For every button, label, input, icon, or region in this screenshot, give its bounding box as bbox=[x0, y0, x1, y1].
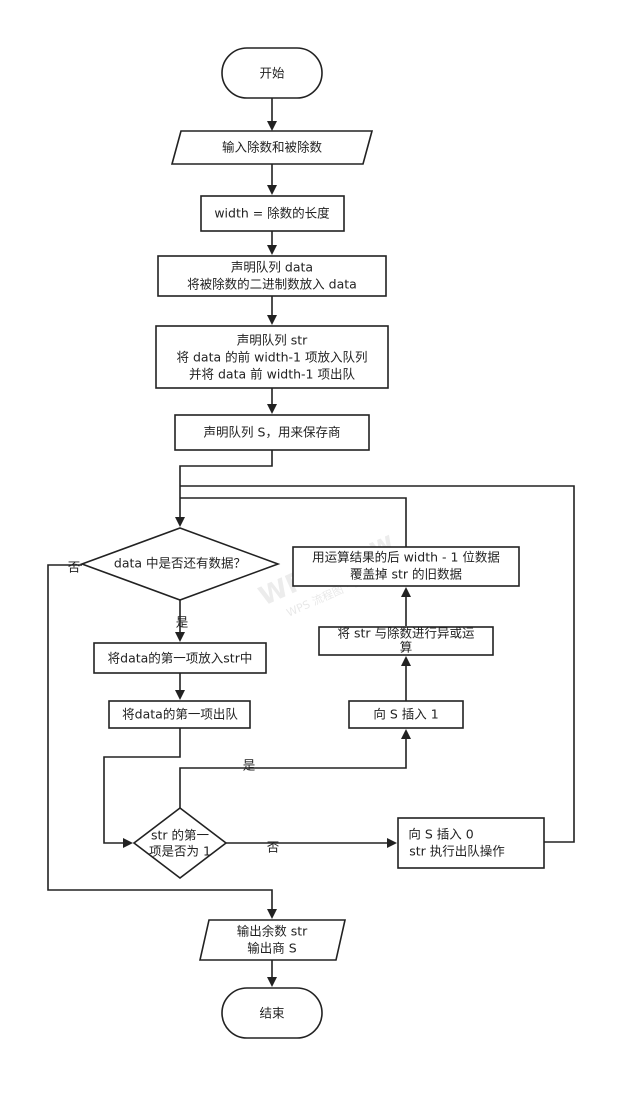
insert-zero-node: 向 S 插入 0 str 执行出队操作 bbox=[397, 817, 545, 869]
end-node: 结束 bbox=[221, 987, 323, 1039]
declare-s-node: 声明队列 S，用来保存商 bbox=[174, 414, 370, 451]
output-line-1: 输出余数 str bbox=[237, 924, 308, 939]
check-data-decision: data 中是否还有数据？ bbox=[79, 527, 281, 601]
width-node: width = 除数的长度 bbox=[200, 195, 345, 232]
xor-line-1: 将 str 与除数进行异或运 bbox=[338, 626, 475, 641]
insert-zero-line-1: 向 S 插入 0 bbox=[408, 827, 473, 842]
insert-zero-line-2: str 执行出队操作 bbox=[409, 844, 505, 859]
check-str-decision: str 的第一 项是否为 1 bbox=[132, 806, 228, 880]
put-first-node: 将data的第一项放入str中 bbox=[93, 642, 267, 674]
input-label: 输入除数和被除数 bbox=[222, 140, 323, 155]
input-node: 输入除数和被除数 bbox=[170, 130, 374, 165]
check-str-line-2: 项是否为 1 bbox=[149, 844, 211, 859]
edges: 是 是 否 否 bbox=[47, 98, 575, 987]
insert-one-node: 向 S 插入 1 bbox=[348, 700, 464, 729]
declare-data-node: 声明队列 data 将被除数的二进制数放入 data bbox=[157, 255, 387, 297]
declare-data-line-2: 将被除数的二进制数放入 data bbox=[187, 277, 357, 292]
declare-s-label: 声明队列 S，用来保存商 bbox=[204, 425, 341, 440]
dequeue-first-node: 将data的第一项出队 bbox=[108, 700, 251, 729]
output-line-2: 输出商 S bbox=[247, 941, 296, 956]
overwrite-node: 用运算结果的后 width - 1 位数据 覆盖掉 str 的旧数据 bbox=[292, 546, 520, 587]
insert-one-label: 向 S 插入 1 bbox=[373, 707, 438, 722]
declare-str-line-2: 将 data 的前 width-1 项放入队列 bbox=[177, 350, 368, 365]
check-str-line-1: str 的第一 bbox=[151, 828, 209, 843]
output-node: 输出余数 str 输出商 S bbox=[199, 919, 346, 961]
start-node: 开始 bbox=[221, 47, 323, 99]
dequeue-first-label: 将data的第一项出队 bbox=[122, 707, 238, 722]
xor-node: 将 str 与除数进行异或运 算 bbox=[318, 626, 494, 656]
end-label: 结束 bbox=[259, 1006, 285, 1021]
edge-label-no-data: 否 bbox=[68, 560, 81, 575]
start-label: 开始 bbox=[259, 66, 285, 81]
declare-str-node: 声明队列 str 将 data 的前 width-1 项放入队列 并将 data… bbox=[155, 325, 389, 389]
width-label: width = 除数的长度 bbox=[214, 206, 330, 221]
declare-data-line-1: 声明队列 data bbox=[231, 260, 313, 275]
declare-str-line-3: 并将 data 前 width-1 项出队 bbox=[189, 367, 355, 382]
edge-label-yes-str: 是 bbox=[243, 758, 256, 773]
overwrite-line-2: 覆盖掉 str 的旧数据 bbox=[350, 567, 462, 582]
declare-str-line-1: 声明队列 str bbox=[237, 333, 308, 348]
overwrite-line-1: 用运算结果的后 width - 1 位数据 bbox=[312, 550, 500, 565]
put-first-label: 将data的第一项放入str中 bbox=[108, 651, 253, 666]
edge-label-no-str: 否 bbox=[267, 840, 280, 855]
check-data-label: data 中是否还有数据？ bbox=[114, 556, 246, 571]
edge-label-yes-data: 是 bbox=[176, 615, 189, 630]
xor-line-2: 算 bbox=[400, 640, 413, 655]
